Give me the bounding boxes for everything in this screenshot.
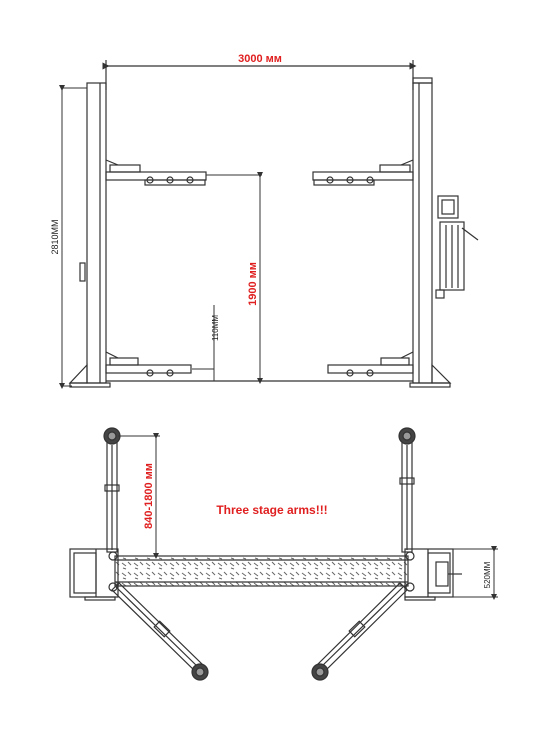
width-label: 3000 мм xyxy=(238,53,282,65)
power-unit xyxy=(435,195,479,299)
front-view xyxy=(59,60,479,389)
lift-height-dimension xyxy=(206,172,263,384)
top-right-arm-diagonal xyxy=(311,582,408,681)
floor-plate xyxy=(114,555,409,587)
upper-right-arm xyxy=(312,159,414,186)
lower-right-arm xyxy=(327,351,414,377)
lift-height-label: 1900 мм xyxy=(247,262,259,306)
left-column xyxy=(68,82,111,388)
right-column-top xyxy=(404,548,462,601)
column-depth-label: 520MM xyxy=(483,561,492,588)
three-stage-arms-note: Three stage arms!!! xyxy=(216,503,327,517)
top-right-arm-upright xyxy=(398,427,416,553)
upper-left-arm xyxy=(105,159,207,186)
min-height-label: 110MM xyxy=(211,315,220,341)
right-column xyxy=(409,77,479,388)
arm-reach-label: 840-1800 мм xyxy=(143,463,155,529)
min-height-dimension xyxy=(192,305,215,381)
total-height-dimension xyxy=(59,85,87,389)
left-column-top xyxy=(69,548,119,601)
total-height-label: 2810MM xyxy=(50,219,60,254)
top-left-arm-upright xyxy=(103,427,121,553)
lower-left-arm xyxy=(105,351,192,377)
top-view xyxy=(69,427,498,681)
top-left-arm-diagonal xyxy=(111,582,209,681)
arm-reach-dimension xyxy=(118,433,160,559)
column-depth-dimension xyxy=(453,546,498,600)
